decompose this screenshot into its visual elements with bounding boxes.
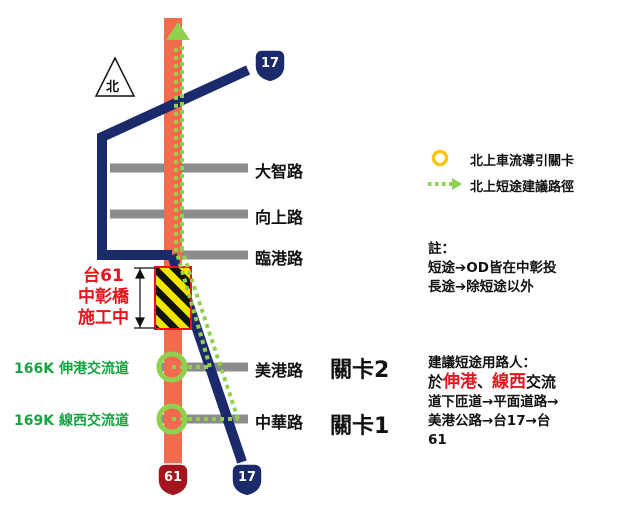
legend-route-text: 北上短途建議路徑	[470, 180, 575, 195]
green-dotted-arrow-icon	[428, 178, 462, 190]
route-arrow-head	[166, 22, 190, 40]
north-indicator	[94, 56, 136, 97]
checkpoint-2-label: 關卡2	[330, 358, 390, 383]
yellow-ring-icon	[431, 149, 449, 167]
interchange-label-shengang: 166K 伸港交流道	[14, 361, 129, 377]
advice-line-2: 於伸港、線西交流	[428, 373, 559, 393]
construction-zone	[154, 266, 192, 330]
legend-checkpoint-text: 北上車流導引關卡	[470, 154, 575, 169]
road-label-lingang: 臨港路	[255, 249, 304, 268]
shield-17-bottom-number: 17	[238, 470, 257, 485]
advice-suffix: 交流	[526, 373, 557, 391]
advice-line-5: 61	[428, 432, 447, 448]
construction-label: 台61 中彰橋 施工中	[78, 266, 129, 329]
shield-17-top	[254, 49, 286, 83]
advice-line-3: 道下匝道→平面道路→	[428, 394, 559, 410]
note-line-1: 短途➔OD皆在中彰投	[428, 260, 557, 276]
suggested-route	[172, 45, 240, 421]
shield-17-bottom	[231, 463, 263, 497]
note-title: 註：	[428, 241, 455, 257]
shield-61-number: 61	[164, 470, 183, 485]
interchange-ring-shengang	[156, 351, 188, 383]
road-label-dazhi: 大智路	[255, 162, 304, 181]
advice-block: 建議短途用路人： 於伸港、線西交流 道下匝道→平面道路→ 美港公路→台17→台 …	[428, 354, 559, 450]
advice-line-1: 建議短途用路人：	[428, 355, 536, 371]
checkpoint-1-label: 關卡1	[330, 414, 390, 439]
north-label: 北	[106, 80, 120, 95]
note-line-2: 長途➔除短途以外	[428, 279, 534, 295]
advice-highlight-xianxi: 線西	[492, 372, 527, 392]
advice-line-4: 美港公路→台17→台	[428, 413, 551, 429]
note-block: 註： 短途➔OD皆在中彰投 長途➔除短途以外	[428, 240, 557, 297]
advice-separator: 、	[477, 373, 493, 391]
shield-61-bottom	[157, 463, 189, 497]
road-label-zhonghua: 中華路	[255, 413, 304, 432]
construction-line-3: 施工中	[78, 308, 129, 328]
construction-bracket	[134, 267, 155, 329]
shield-17-top-number: 17	[261, 56, 280, 71]
highway-17-north	[97, 65, 251, 260]
highway-61	[164, 18, 182, 480]
road-label-meigang: 美港路	[255, 361, 304, 380]
interchange-ring-xianxi	[156, 403, 188, 435]
advice-highlight-shengang: 伸港	[443, 372, 478, 392]
construction-line-1: 台61	[83, 266, 124, 286]
construction-line-2: 中彰橋	[78, 287, 129, 307]
advice-prefix: 於	[428, 373, 444, 391]
road-label-xiangshang: 向上路	[255, 208, 304, 227]
interchange-label-xianxi: 169K 線西交流道	[14, 413, 129, 429]
